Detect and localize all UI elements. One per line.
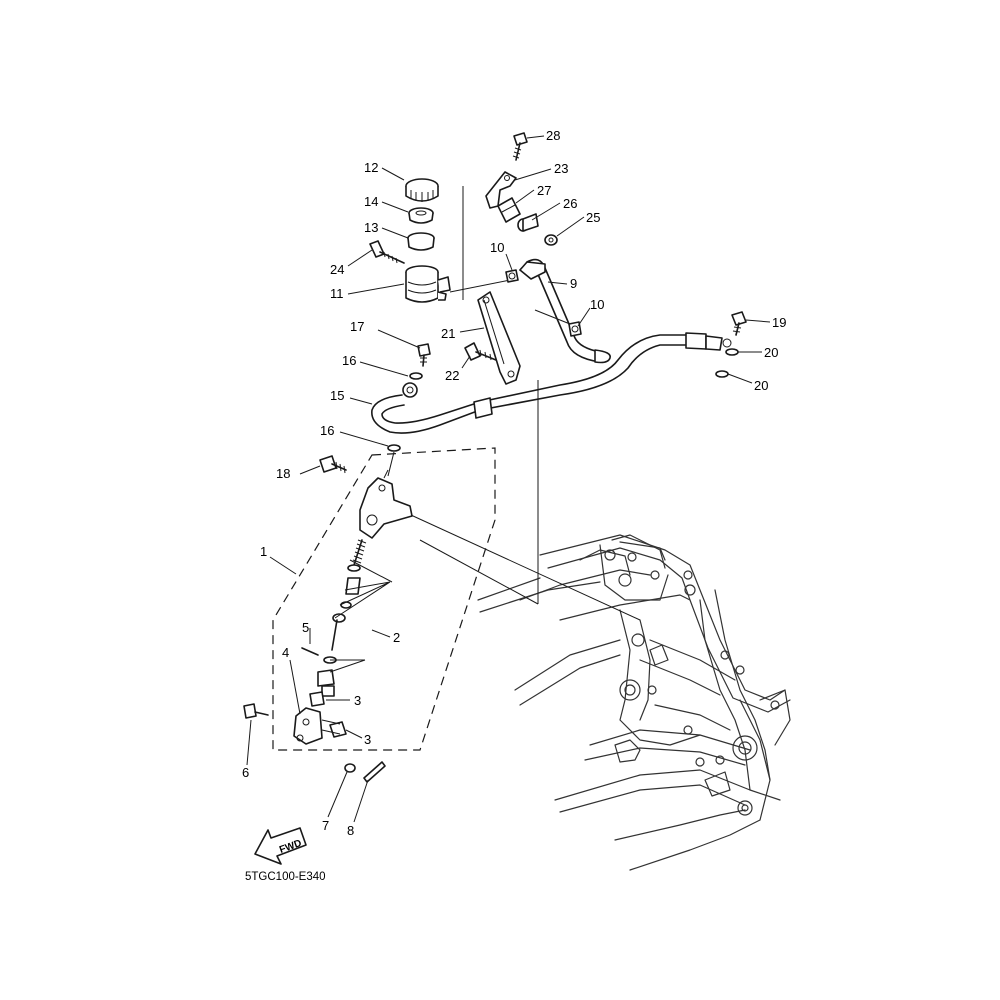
callout-6: 6 <box>242 765 249 780</box>
diaphragm-holder <box>408 207 434 224</box>
callout-13: 13 <box>364 220 378 235</box>
split-pin <box>363 761 386 783</box>
caliper-washer-upper <box>725 348 739 356</box>
reservoir-hose <box>519 258 611 364</box>
callout-14: 14 <box>364 194 378 209</box>
reservoir-cap <box>405 178 439 202</box>
callout-28: 28 <box>546 128 560 143</box>
copper-washer-upper <box>409 372 423 380</box>
hose-clip-upper <box>505 269 519 283</box>
locknut <box>309 691 325 707</box>
reservoir-tank <box>405 265 451 303</box>
callout-26: 26 <box>563 196 577 211</box>
callout-3-upper: 3 <box>354 693 361 708</box>
union-bolt-cylinder <box>417 343 431 367</box>
callout-1: 1 <box>260 544 267 559</box>
callout-3-lower: 3 <box>364 732 371 747</box>
callout-20-upper: 20 <box>764 345 778 360</box>
damper <box>497 197 521 223</box>
collar <box>517 213 539 232</box>
callout-10-lower: 10 <box>590 297 604 312</box>
callout-18: 18 <box>276 466 290 481</box>
callout-4: 4 <box>282 645 289 660</box>
hose-guide <box>485 171 517 209</box>
reservoir-screw <box>369 240 405 264</box>
callout-22: 22 <box>445 368 459 383</box>
callout-20-lower: 20 <box>754 378 768 393</box>
leader-lines <box>246 135 771 823</box>
nut <box>544 234 558 246</box>
callout-27: 27 <box>537 183 551 198</box>
callout-7: 7 <box>322 818 329 833</box>
clevis <box>293 707 341 745</box>
master-cylinder-body <box>359 469 413 539</box>
callout-8: 8 <box>347 823 354 838</box>
copper-washer-lower <box>387 444 401 452</box>
cylinder-mount-bolt <box>319 455 347 474</box>
diagram-code: 5TGC100-E340 <box>245 871 326 883</box>
callout-labels: 28 23 12 27 26 14 25 13 10 24 9 11 10 21… <box>242 128 786 838</box>
piston-kit <box>317 539 393 697</box>
guide-bolt <box>512 132 528 161</box>
callout-5: 5 <box>302 620 309 635</box>
frame-section <box>477 534 791 871</box>
cotter-pin <box>301 647 319 656</box>
clevis-pin <box>243 703 269 719</box>
callout-9: 9 <box>570 276 577 291</box>
clevis-nut <box>329 721 347 738</box>
fwd-arrow-icon: FWD <box>254 827 307 865</box>
callout-2: 2 <box>393 630 400 645</box>
callout-25: 25 <box>586 210 600 225</box>
master-cylinder-assembly-outline <box>272 447 496 751</box>
callout-21: 21 <box>441 326 455 341</box>
callout-23: 23 <box>554 161 568 176</box>
callout-15: 15 <box>330 388 344 403</box>
callout-17: 17 <box>350 319 364 334</box>
callout-16-upper: 16 <box>342 353 356 368</box>
union-bolt-caliper <box>731 311 747 336</box>
callout-10-upper: 10 <box>490 240 504 255</box>
diaphragm <box>407 232 435 251</box>
callout-12: 12 <box>364 160 378 175</box>
reservoir-bracket <box>477 291 521 385</box>
pin-washer <box>344 763 356 773</box>
callout-24: 24 <box>330 262 344 277</box>
bracket-bolt <box>464 342 497 361</box>
callout-16-lower: 16 <box>320 423 334 438</box>
callout-11: 11 <box>330 286 344 301</box>
caliper-washer-lower <box>715 370 729 378</box>
brake-hose <box>371 332 732 434</box>
callout-19: 19 <box>772 315 786 330</box>
